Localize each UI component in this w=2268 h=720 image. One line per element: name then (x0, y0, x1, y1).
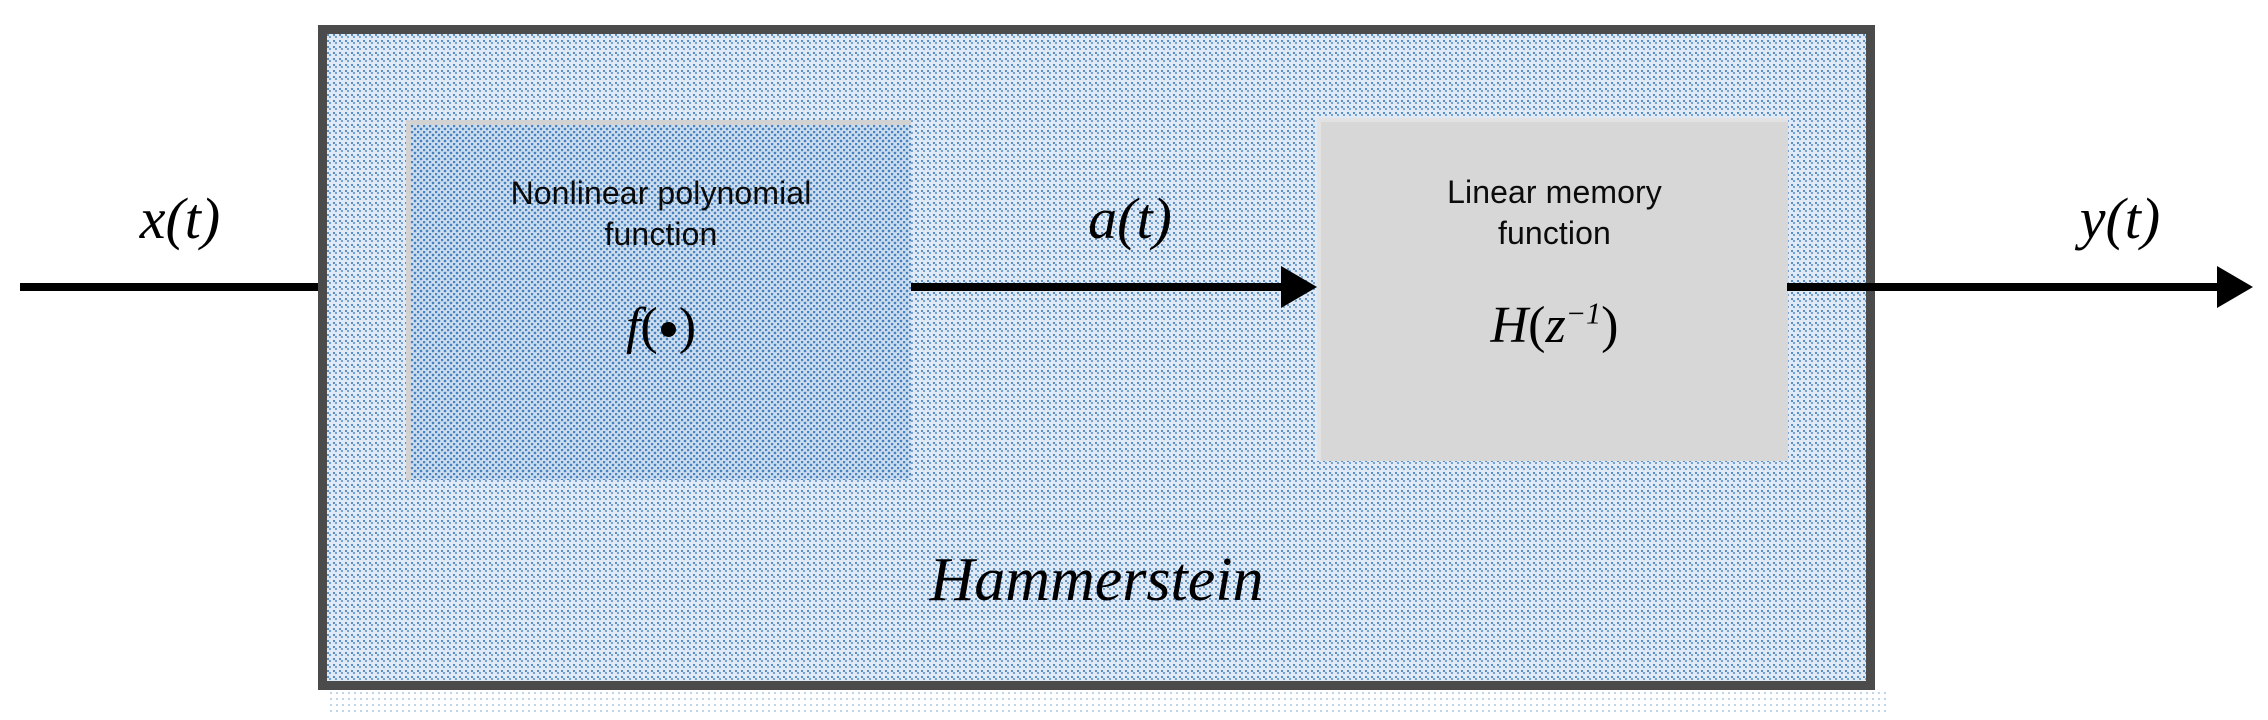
block-nonlinear-polynomial-formula: f() (625, 297, 697, 355)
bullet-dot-icon (660, 321, 676, 337)
caption-line-2: function (1498, 214, 1611, 251)
signal-label-output: y(t) (2079, 186, 2161, 251)
block-linear-memory-caption: Linear memory function (1340, 172, 1770, 254)
caption-line-2: function (604, 215, 718, 252)
formula-variable: z (1545, 296, 1566, 354)
signal-label-input: x(t) (139, 186, 221, 251)
block-nonlinear-polynomial-caption: Nonlinear polynomial function (431, 173, 891, 255)
caption-line-1: Nonlinear polynomial (510, 175, 812, 211)
block-nonlinear-polynomial: Nonlinear polynomial function f() (406, 120, 911, 480)
arrow-input (20, 283, 380, 291)
block-linear-memory: Linear memory function H(z−1) (1317, 118, 1788, 461)
block-linear-memory-formula: H(z−1) (1490, 296, 1619, 354)
formula-exponent: −1 (1565, 296, 1602, 331)
caption-line-1: Linear memory (1447, 174, 1662, 210)
formula-function-symbol: H (1490, 296, 1529, 354)
formula-function-symbol: f (625, 297, 641, 355)
arrow-intermediate (911, 283, 1283, 291)
container-title: Hammerstein (929, 546, 1264, 614)
signal-label-intermediate: a(t) (1088, 186, 1172, 251)
arrow-output (1787, 283, 2219, 291)
container-shadow (330, 692, 1887, 716)
